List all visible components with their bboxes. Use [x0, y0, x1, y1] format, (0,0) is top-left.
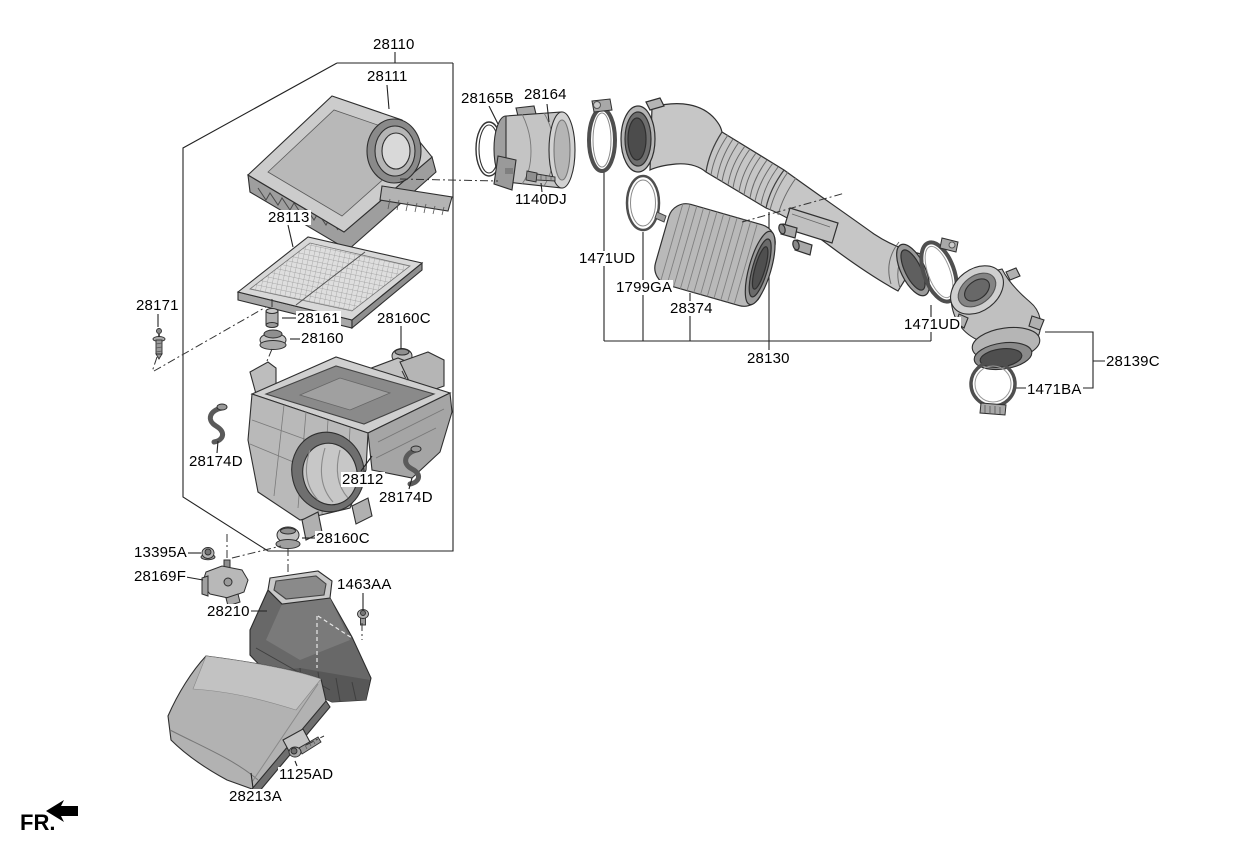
part-label-28112: 28112	[341, 471, 385, 488]
assembly-centerlines	[151, 178, 846, 746]
part-label-28160c-right: 28160C	[376, 310, 432, 327]
lower-housing-28112	[247, 351, 453, 541]
elbow-duct-28139c	[950, 265, 1045, 371]
assembly-bracket-28110	[182, 52, 454, 552]
nut-13395a	[200, 547, 216, 561]
intake-hood-28213a	[167, 655, 331, 794]
part-label-28160: 28160	[300, 330, 345, 347]
bracket-28174d-right	[403, 445, 422, 487]
part-label-28160c-bottom: 28160C	[315, 530, 371, 547]
bracket-28169f	[201, 559, 249, 607]
part-label-28164: 28164	[523, 86, 568, 103]
clamp-ring-1799ga	[625, 174, 667, 232]
duct-guide-dashes	[316, 615, 353, 668]
part-label-28213a: 28213A	[228, 788, 283, 805]
part-label-1799ga: 1799GA	[615, 279, 674, 296]
part-label-1125ad: 1125AD	[278, 766, 335, 783]
bracket-28174d-left	[207, 403, 228, 445]
part-label-28374: 28374	[669, 300, 714, 317]
bolt-1125ad	[288, 736, 322, 758]
part-label-28169f: 28169F	[133, 568, 188, 585]
part-label-1471ud-left: 1471UD	[578, 250, 637, 267]
upper-cover-28111	[247, 95, 453, 251]
part-label-28210: 28210	[206, 603, 251, 620]
hose-clamp-1471ud-right	[919, 237, 959, 304]
stud-bolt-28171	[152, 328, 166, 360]
part-label-28174d-right: 28174D	[378, 489, 434, 506]
leader-lines	[157, 84, 550, 789]
air-flow-sensor-28164	[493, 105, 576, 191]
part-label-28113: 28113	[267, 209, 311, 226]
part-label-1471ud-right: 1471UD	[903, 316, 962, 333]
intake-hose-28130	[620, 97, 930, 297]
part-label-28171: 28171	[135, 297, 180, 314]
air-filter-28113	[236, 236, 424, 330]
part-label-1471ba: 1471BA	[1026, 381, 1083, 398]
part-label-28139c: 28139C	[1105, 353, 1161, 370]
part-label-28161: 28161	[296, 310, 341, 327]
part-label-1463aa: 1463AA	[336, 576, 393, 593]
part-label-28111: 28111	[366, 68, 409, 85]
part-label-28165b: 28165B	[460, 90, 515, 107]
bolt-1140dj	[525, 170, 556, 183]
grommet-28160	[259, 329, 287, 350]
part-label-28174d-left: 28174D	[188, 453, 244, 470]
part-label-1140dj: 1140DJ	[514, 191, 568, 208]
part-label-28130: 28130	[746, 350, 791, 367]
fr-direction-arrow-icon	[46, 800, 78, 822]
part-label-28110: 28110	[372, 36, 416, 53]
fr-direction-label: FR.	[20, 810, 56, 835]
bushing-28161	[265, 308, 279, 328]
screw-1463aa	[357, 609, 369, 626]
hose-clamp-1471ud-left	[587, 98, 617, 173]
hose-clamp-1471ba	[969, 360, 1017, 416]
bellows-28374	[654, 203, 776, 307]
part-label-13395a: 13395A	[133, 544, 188, 561]
grommet-28160c-bottom	[275, 526, 301, 549]
